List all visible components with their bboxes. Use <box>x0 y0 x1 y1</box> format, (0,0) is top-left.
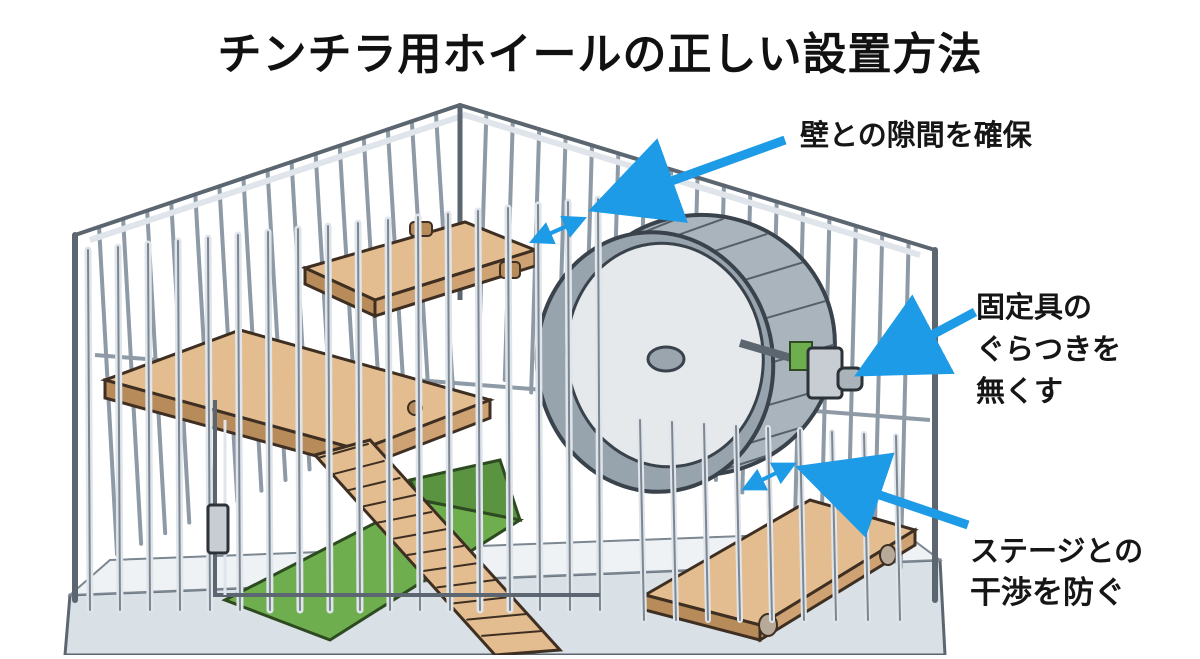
callout-mount-line-1: 固定具の <box>976 290 1093 324</box>
cage-bar-front-edge <box>327 225 331 611</box>
cage-bar-front-edge <box>597 198 601 611</box>
cage-bar-front-edge <box>417 216 421 611</box>
cage-bar-front-edge <box>267 231 271 611</box>
callout-wall-gap-text: 壁との隙間を確保 <box>800 118 1032 152</box>
callout-mount: 固定具の ぐらつきを 無くす <box>976 286 1121 412</box>
cage-bar-front-edge <box>147 243 151 611</box>
wheel-rib <box>674 217 725 237</box>
wheel-rib <box>764 300 826 320</box>
cage-bar <box>898 239 911 570</box>
diagram-title: チンチラ用ホイールの正しい設置方法 <box>217 29 983 80</box>
cage-bar-front-edge <box>297 228 301 611</box>
cage-door <box>206 400 600 597</box>
cage-bar-front-edge <box>177 240 181 611</box>
ladder-rung <box>466 613 528 621</box>
cage-bar <box>872 231 885 557</box>
callout-stage-line-2: 干渉を防ぐ <box>970 575 1125 611</box>
wheel-rib <box>744 261 803 281</box>
cage-bar-front-edge <box>237 234 241 611</box>
cage-bar-front-edge <box>735 425 741 621</box>
cage-bar-front-edge <box>895 435 901 621</box>
cage-bar-front-edge <box>567 201 571 611</box>
ladder-rung <box>481 630 544 637</box>
cage-bar-front-edge <box>87 249 91 611</box>
cage-bar-front-edge <box>671 421 677 621</box>
cage-bar-front-edge <box>387 219 391 611</box>
callout-mount-line-2: ぐらつきを <box>976 332 1122 366</box>
cage-bar-front-edge <box>767 427 773 621</box>
callout-mount-line-3: 無くす <box>976 374 1064 408</box>
wheel-rib <box>744 426 803 446</box>
callout-stage-line-1: ステージとの <box>970 534 1144 568</box>
callout-stage: ステージとの 干渉を防ぐ <box>970 530 1143 614</box>
wheel-rib <box>713 233 768 253</box>
cage-bar-front-edge <box>703 423 709 621</box>
cage-bar-front-edge <box>507 207 511 611</box>
cage-bar-front-edge <box>357 222 361 611</box>
cage-bar-front-edge <box>639 419 645 621</box>
callout-arrows <box>529 135 978 538</box>
cage-bar-front-edge <box>447 213 451 611</box>
cage-bar-front-edge <box>477 210 481 611</box>
cage-bar-front-edge <box>537 204 541 611</box>
callout-wall-gap: 壁との隙間を確保 <box>800 114 1032 156</box>
cage-bar-front-edge <box>117 246 121 611</box>
